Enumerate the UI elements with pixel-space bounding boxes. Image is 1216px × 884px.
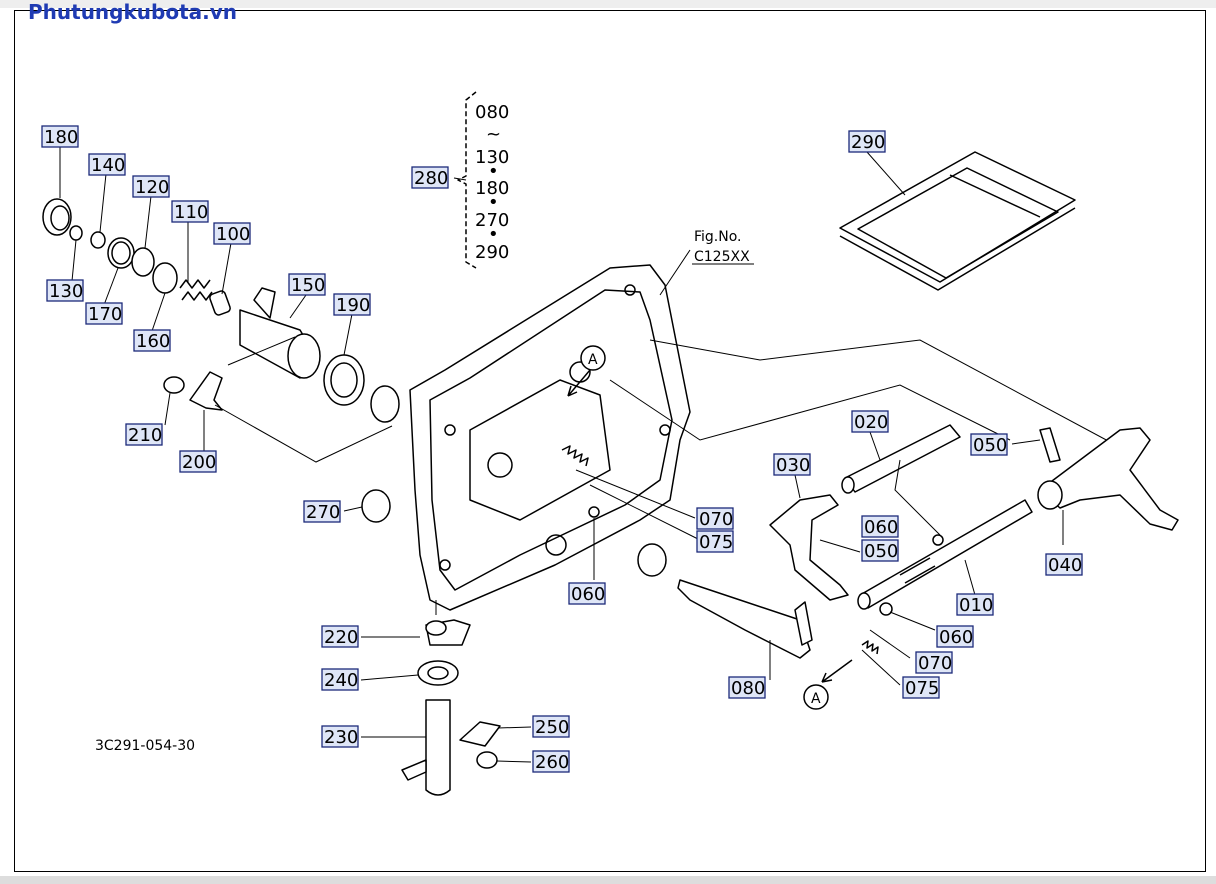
- callout-180: 180: [44, 127, 78, 148]
- callout-170: 170: [88, 304, 122, 325]
- callout-160: 160: [136, 331, 170, 352]
- parts-artwork: [42, 91, 1179, 796]
- part-260-bolt: [476, 751, 498, 769]
- callout-120: 120: [135, 177, 169, 198]
- part-290-manual: [839, 151, 1076, 283]
- fig-ref-number: C125XX: [694, 249, 750, 265]
- callout-020: 020: [854, 412, 888, 433]
- part-060-ball-lower: [879, 602, 893, 616]
- view-marker-a-lower: [803, 684, 829, 710]
- part-050-pin-right: [1039, 427, 1061, 463]
- group-280-brace: [457, 91, 477, 269]
- diagram-frame: [14, 10, 1206, 872]
- part-060-ball-upper: [588, 506, 600, 518]
- group-280-item-1: 080: [475, 102, 509, 123]
- callout-210: 210: [128, 425, 162, 446]
- group-280-item-5: 180: [475, 178, 509, 199]
- part-230-shaft: [425, 699, 451, 796]
- callout-080: 080: [731, 678, 765, 699]
- callout-070-upper: 070: [699, 509, 733, 530]
- part-070-spring-lower: [861, 640, 879, 655]
- callout-050-right: 050: [973, 435, 1007, 456]
- part-250-plate: [459, 721, 501, 747]
- callout-leaders: [59, 146, 1041, 763]
- callout-050-left: 050: [864, 541, 898, 562]
- callout-290: 290: [851, 132, 885, 153]
- callout-075-upper: 075: [699, 532, 733, 553]
- part-200-lever: [189, 371, 223, 411]
- part-160-collar: [152, 262, 178, 294]
- part-bushing: [370, 385, 400, 423]
- group-280-item-8: •: [488, 224, 499, 245]
- callout-280: 280: [414, 168, 448, 189]
- callout-200: 200: [182, 452, 216, 473]
- callout-230: 230: [324, 727, 358, 748]
- part-100-washer: [209, 290, 231, 316]
- callout-060-lower: 060: [939, 627, 973, 648]
- callout-070-lower: 070: [918, 653, 952, 674]
- part-240-seal: [417, 660, 459, 686]
- part-210-bolt: [163, 376, 185, 394]
- callout-250: 250: [535, 717, 569, 738]
- view-marker-a-lower-label: A: [811, 691, 821, 707]
- diagram-text: 080 ~ 130 • 180 • 270 • 290 Fig.No. C125…: [95, 102, 821, 754]
- callout-270: 270: [306, 502, 340, 523]
- callout-220: 220: [324, 627, 358, 648]
- group-280-item-4: •: [488, 161, 499, 182]
- group-280-item-7: 270: [475, 210, 509, 231]
- part-030-fork: [769, 494, 849, 601]
- diagram-code: 3C291-054-30: [95, 738, 195, 754]
- callout-190: 190: [336, 295, 370, 316]
- callout-150: 150: [291, 275, 325, 296]
- part-270-cap: [361, 489, 391, 523]
- part-070-spring-upper: [561, 445, 589, 467]
- part-main-housing: [409, 264, 691, 611]
- callout-040: 040: [1048, 555, 1082, 576]
- group-280-item-6: •: [488, 192, 499, 213]
- callout-075-lower: 075: [905, 678, 939, 699]
- callout-130: 130: [49, 281, 83, 302]
- part-130-plug: [69, 225, 83, 241]
- part-020-rod: [844, 424, 961, 493]
- window-bottom-strip: [0, 876, 1216, 884]
- group-280-item-3: 130: [475, 147, 509, 168]
- view-marker-a-upper-label: A: [588, 352, 598, 368]
- callout-010: 010: [959, 595, 993, 616]
- part-120-ring: [131, 247, 155, 277]
- part-140-washer: [90, 231, 106, 249]
- site-title: Phutungkubota.vn: [28, 0, 238, 24]
- callout-110: 110: [174, 202, 208, 223]
- view-marker-a-upper: [580, 345, 606, 371]
- callout-060-mid: 060: [864, 517, 898, 538]
- part-110-spring: [179, 279, 213, 301]
- callout-060-upper: 060: [571, 584, 605, 605]
- callout-030: 030: [776, 455, 810, 476]
- callout-140: 140: [91, 155, 125, 176]
- callout-260: 260: [535, 752, 569, 773]
- group-280-item-9: 290: [475, 242, 509, 263]
- fig-ref-label: Fig.No.: [694, 229, 742, 245]
- callout-240: 240: [324, 670, 358, 691]
- part-040-fork: [1039, 427, 1179, 531]
- part-060-ball-mid: [932, 534, 944, 546]
- callout-100: 100: [216, 224, 250, 245]
- callout-boxes: 180 140 120 110 100 130 170 160 150 190 …: [41, 125, 1083, 773]
- part-080-shaft: [677, 579, 811, 659]
- group-280-item-2: ~: [486, 124, 501, 145]
- window-top-strip: [0, 0, 1216, 8]
